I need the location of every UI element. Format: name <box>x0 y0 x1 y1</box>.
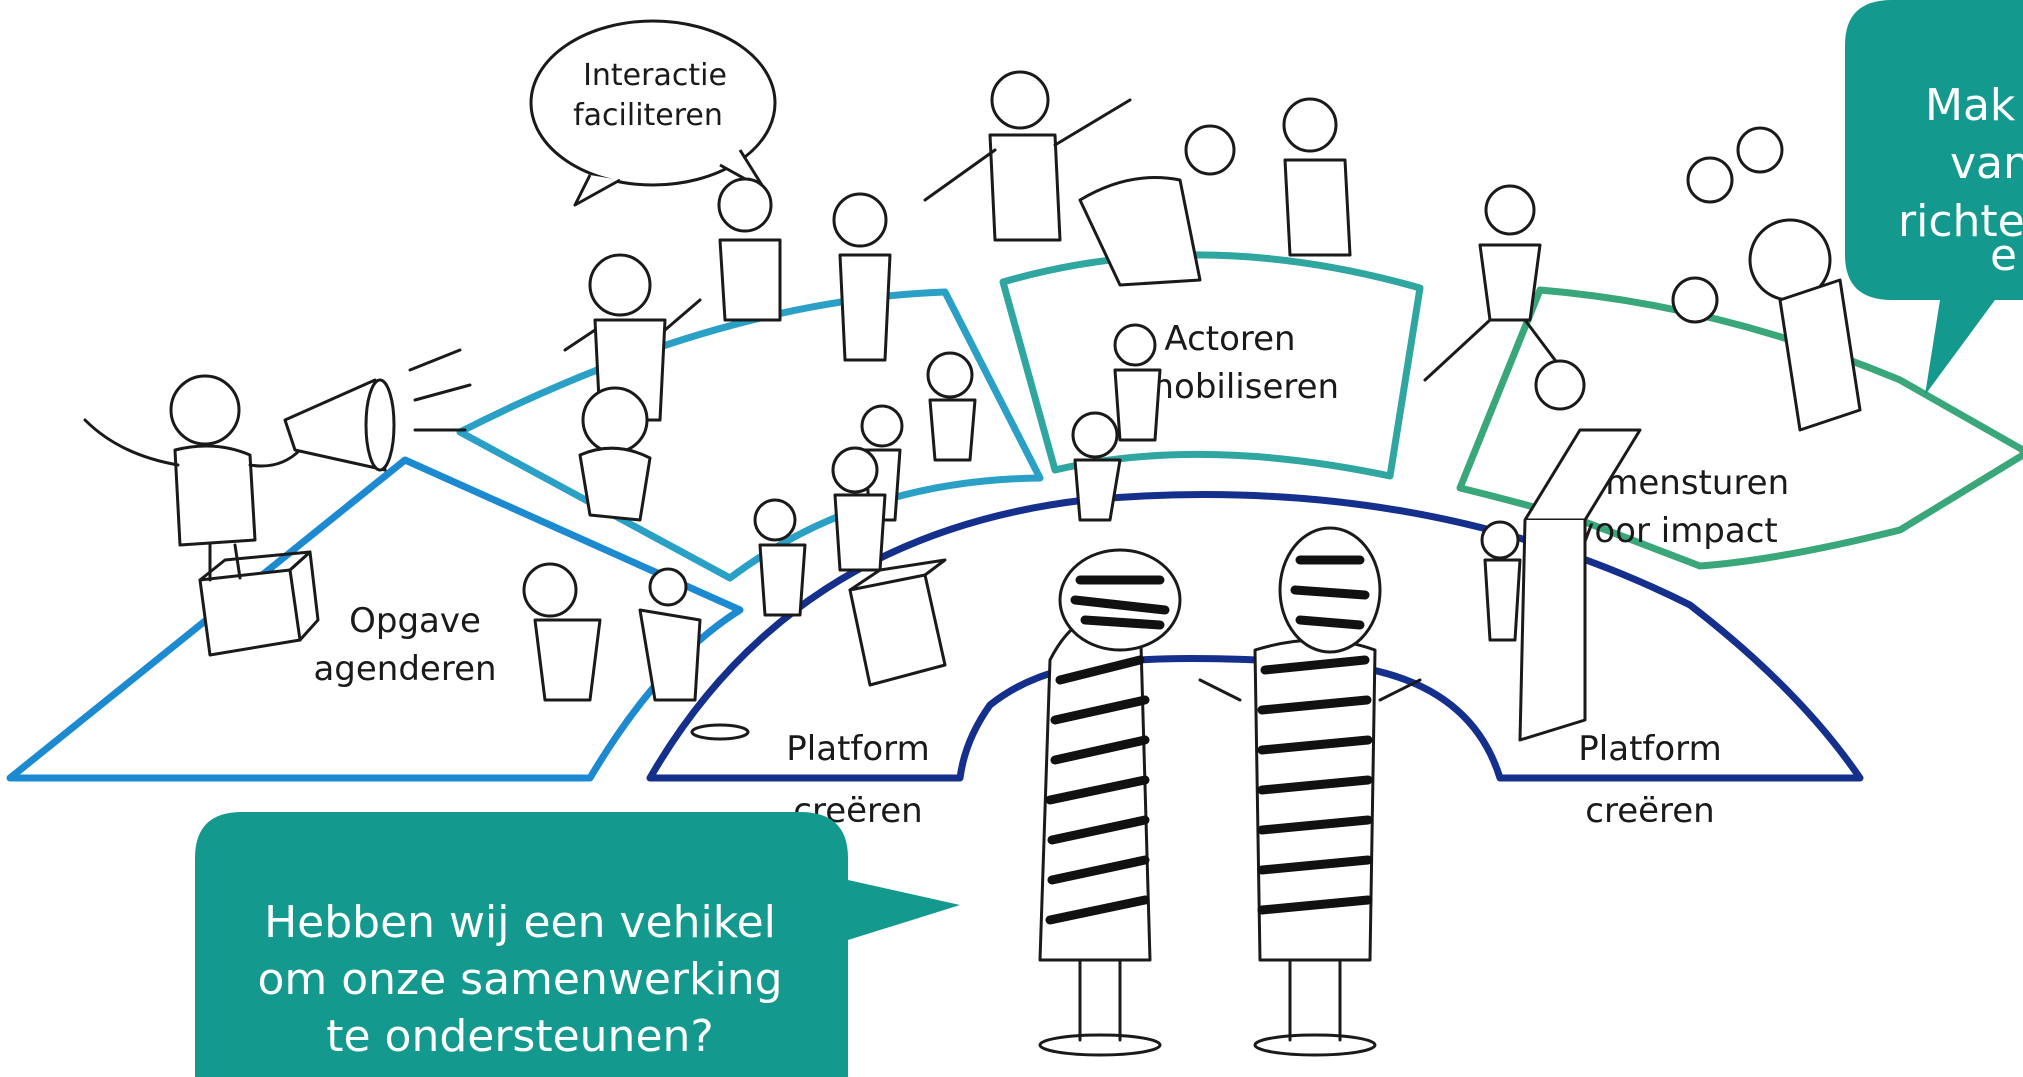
callout-bottom <box>195 812 960 1077</box>
callout-bottom-line2: om onze samenwerking <box>257 954 782 1005</box>
label-platform-right-line2: creëren <box>1585 791 1714 831</box>
callout-top-right-line2: van <box>1950 138 2023 189</box>
foreground-figure-right <box>1198 526 1422 1057</box>
megaphone-person <box>83 374 320 657</box>
people-cluster-actoren <box>923 70 1572 522</box>
label-actoren-line2: mobiliseren <box>1141 367 1339 407</box>
callout-top-right-line1: Mak <box>1925 80 2016 131</box>
callout-top-right <box>1845 0 2023 395</box>
label-interactie-line2: faciliteren <box>573 98 723 133</box>
callout-bottom-line1: Hebben wij een vehikel <box>264 897 776 948</box>
label-actoren-line1: Actoren <box>1164 319 1295 359</box>
label-platform-right-line1: Platform <box>1578 729 1721 769</box>
foreground-figure-left <box>1038 548 1182 1057</box>
segment-actoren-outline <box>999 251 1424 480</box>
label-opgave-line1: Opgave <box>349 601 481 641</box>
label-opgave-line2: agenderen <box>313 649 496 689</box>
thought-bubble-icon <box>529 19 777 207</box>
label-samensturen-line2: voor impact <box>1574 511 1778 551</box>
label-platform-left-line1: Platform <box>786 729 929 769</box>
callout-bottom-line3: te ondersteunen? <box>326 1011 714 1062</box>
callout-top-right-line4: e <box>1990 230 2017 281</box>
callout-top-right-line3: richter <box>1898 196 2023 247</box>
people-cluster-interactie <box>522 177 977 741</box>
people-with-box-left <box>753 446 947 687</box>
megaphone-icon <box>283 348 472 472</box>
people-with-pillar-right <box>1480 126 1862 742</box>
label-interactie-line1: Interactie <box>583 58 727 93</box>
